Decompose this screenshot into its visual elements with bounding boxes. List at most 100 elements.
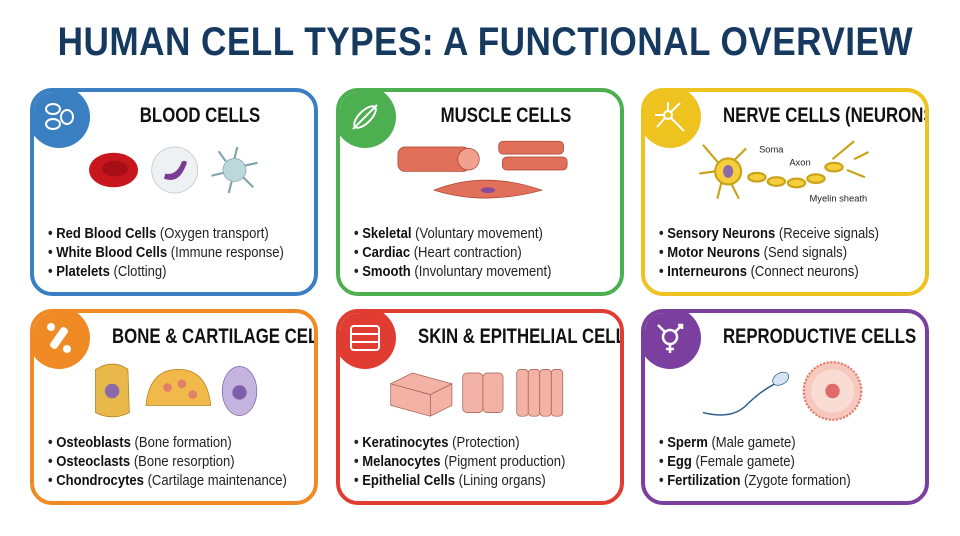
sperm (702, 371, 790, 416)
card-title: BONE & CARTILAGE CELLS (112, 325, 318, 348)
item-list: Sensory Neurons (Receive signals)Motor N… (659, 225, 879, 282)
repro-illustration (655, 355, 915, 427)
item-list: Red Blood Cells (Oxygen transport)White … (48, 225, 284, 282)
platelet (211, 146, 258, 194)
skin-illustration (350, 355, 610, 427)
list-item: Chondrocytes (Cartilage maintenance) (48, 472, 287, 491)
bone-illustration (44, 355, 304, 427)
item-function: (Bone resorption) (130, 454, 235, 470)
epithelial-cells (516, 369, 564, 417)
list-item: White Blood Cells (Immune response) (48, 244, 284, 263)
card-repro: REPRODUCTIVE CELLS Sperm (Male gamete)Eg… (641, 309, 929, 505)
list-item: Osteoblasts (Bone formation) (48, 434, 287, 453)
blood-cells-icon (34, 92, 90, 148)
list-item: Skeletal (Voluntary movement) (354, 225, 551, 244)
card-title: REPRODUCTIVE CELLS (723, 325, 917, 348)
list-item: Melanocytes (Pigment production) (354, 453, 565, 472)
item-function: (Immune response) (167, 245, 284, 261)
egg (802, 361, 863, 421)
item-function: (Female gamete) (691, 454, 795, 470)
list-item: Fertilization (Zygote formation) (659, 472, 851, 491)
item-function: (Clotting) (109, 264, 167, 280)
keratinocytes (389, 372, 453, 417)
list-item: Red Blood Cells (Oxygen transport) (48, 225, 284, 244)
item-function: (Zygote formation) (740, 473, 851, 489)
item-name: Melanocytes (362, 454, 441, 470)
item-function: (Heart contraction) (410, 245, 522, 261)
osteoblast (95, 363, 130, 418)
item-name: White Blood Cells (56, 245, 168, 261)
item-list: Osteoblasts (Bone formation)Osteoclasts … (48, 434, 287, 491)
item-function: (Bone formation) (130, 435, 232, 451)
item-name: Red Blood Cells (56, 226, 157, 242)
item-name: Motor Neurons (667, 245, 760, 261)
item-name: Osteoblasts (56, 435, 131, 451)
item-function: (Oxygen transport) (156, 226, 269, 242)
gender-symbol-icon (645, 313, 701, 369)
card-title: MUSCLE CELLS (440, 104, 572, 127)
list-item: Osteoclasts (Bone resorption) (48, 453, 287, 472)
item-name: Sensory Neurons (667, 226, 776, 242)
item-name: Sperm (667, 435, 708, 451)
myelin-label: Myelin sheath (809, 194, 867, 204)
item-name: Egg (667, 454, 692, 470)
card-title: SKIN & EPITHELIAL CELLS (418, 325, 624, 348)
item-name: Skeletal (362, 226, 412, 242)
card-title: BLOOD CELLS (139, 104, 261, 127)
blood-illustration (44, 134, 304, 206)
item-list: Sperm (Male gamete)Egg (Female gamete)Fe… (659, 434, 851, 491)
bone-icon (34, 313, 90, 369)
cardiac-muscle (498, 140, 568, 171)
card-skin: SKIN & EPITHELIAL CELLS Keratinocytes (P… (336, 309, 624, 505)
melanocytes (462, 372, 504, 413)
item-function: (Connect neurons) (746, 264, 859, 280)
list-item: Epithelial Cells (Lining organs) (354, 472, 565, 491)
item-name: Keratinocytes (362, 435, 449, 451)
item-name: Interneurons (667, 264, 747, 280)
item-name: Platelets (56, 264, 110, 280)
list-item: Interneurons (Connect neurons) (659, 263, 879, 282)
item-function: (Voluntary movement) (411, 226, 543, 242)
item-name: Epithelial Cells (362, 473, 456, 489)
list-item: Motor Neurons (Send signals) (659, 244, 879, 263)
chondrocyte (221, 366, 258, 416)
item-name: Fertilization (667, 473, 741, 489)
item-name: Smooth (362, 264, 411, 280)
item-function: (Protection) (448, 435, 520, 451)
item-list: Keratinocytes (Protection)Melanocytes (P… (354, 434, 565, 491)
item-name: Osteoclasts (56, 454, 131, 470)
item-name: Cardiac (362, 245, 411, 261)
item-function: (Pigment production) (440, 454, 566, 470)
list-item: Cardiac (Heart contraction) (354, 244, 551, 263)
list-item: Keratinocytes (Protection) (354, 434, 565, 453)
card-bone: BONE & CARTILAGE CELLS Osteoblasts (Bone… (30, 309, 318, 505)
item-function: (Receive signals) (775, 226, 879, 242)
skeletal-muscle (397, 146, 480, 172)
page-title: HUMAN CELL TYPES: A FUNCTIONAL OVERVIEW (57, 20, 914, 64)
list-item: Sensory Neurons (Receive signals) (659, 225, 879, 244)
item-function: (Involuntary movement) (410, 264, 552, 280)
item-function: (Lining organs) (455, 473, 546, 489)
item-name: Chondrocytes (56, 473, 144, 489)
skin-layers-icon (340, 313, 396, 369)
neuron-icon (645, 92, 701, 148)
card-blood: BLOOD CELLS Red Blood Cells (Oxygen tran… (30, 88, 318, 296)
axon-label: Axon (789, 158, 810, 168)
item-function: (Send signals) (759, 245, 848, 261)
list-item: Smooth (Involuntary movement) (354, 263, 551, 282)
list-item: Egg (Female gamete) (659, 453, 851, 472)
muscle-icon (340, 92, 396, 148)
card-title: NERVE CELLS (NEURONS) (723, 104, 929, 127)
card-muscle: MUSCLE CELLS Skeletal (Voluntary movemen… (336, 88, 624, 296)
soma-label: Soma (759, 145, 784, 155)
white-blood-cell (151, 146, 199, 194)
osteoclast (145, 369, 212, 406)
item-function: (Male gamete) (707, 435, 796, 451)
muscle-illustration (350, 134, 610, 206)
item-function: (Cartilage maintenance) (143, 473, 287, 489)
item-list: Skeletal (Voluntary movement)Cardiac (He… (354, 225, 551, 282)
list-item: Platelets (Clotting) (48, 263, 284, 282)
list-item: Sperm (Male gamete) (659, 434, 851, 453)
